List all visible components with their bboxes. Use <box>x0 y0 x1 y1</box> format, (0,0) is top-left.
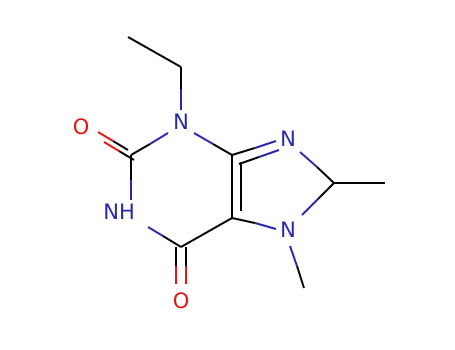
atom-n9-label: N <box>280 127 296 151</box>
ethyl-ch3-bond <box>127 36 182 68</box>
atom-n3-label: N <box>173 110 189 134</box>
c4-c5-double-bond <box>231 155 242 218</box>
c6-c5-bond <box>180 217 233 248</box>
c8-n7-bond <box>301 182 335 216</box>
c2-n3-bond <box>130 132 169 156</box>
n7-c5-bond <box>231 217 277 230</box>
n3-c4-bond <box>193 132 233 156</box>
carbon-bonds <box>127 36 385 184</box>
atom-n7-label: N <box>280 218 296 242</box>
n9-c8-bond <box>299 151 335 184</box>
atom-o6-label: O <box>173 289 190 313</box>
atom-o2-label: O <box>73 115 90 139</box>
n1-c6-bond <box>147 226 182 248</box>
atom-n1-label: NH <box>103 200 135 224</box>
n7-methyl-bond <box>289 245 305 289</box>
c6-o6-double-bond <box>175 247 187 284</box>
c2-o2-double-bond <box>97 131 135 161</box>
c4-n9-double-bond <box>231 140 280 165</box>
